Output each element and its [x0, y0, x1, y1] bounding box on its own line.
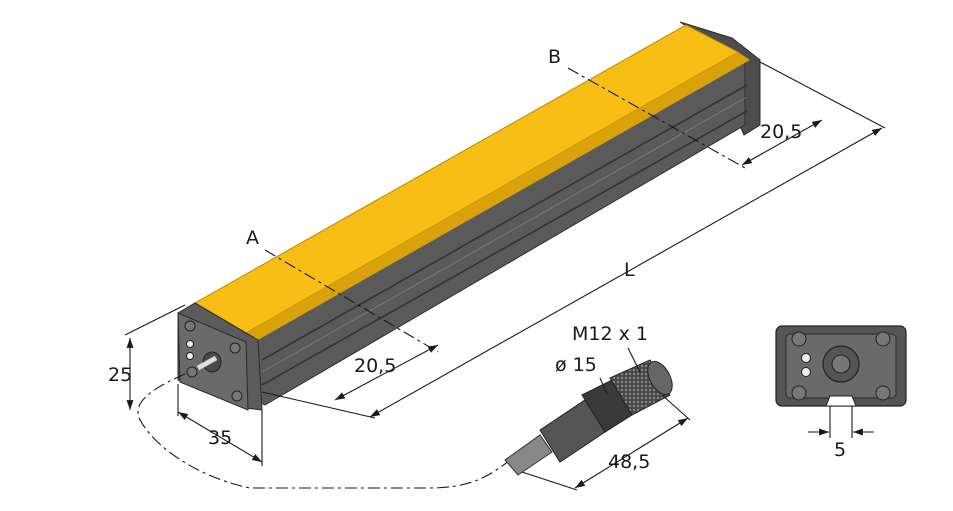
connector-pin	[196, 355, 218, 371]
end-view-slot	[825, 395, 857, 407]
label-connector-length: 48,5	[608, 451, 650, 473]
label-thread: M12 x 1	[572, 323, 648, 345]
label-front-width: 20,5	[354, 355, 396, 377]
led-icon	[186, 352, 194, 360]
label-length: L	[624, 259, 635, 281]
height-ext-line	[124, 304, 186, 336]
led-icon	[801, 353, 811, 363]
bar-groove	[261, 84, 748, 361]
connector-tail	[504, 434, 553, 476]
led-icon	[186, 340, 194, 348]
connector-ext-line	[521, 471, 578, 491]
end-view	[775, 325, 907, 407]
length-ext-line	[261, 391, 376, 419]
top-face-shade	[246, 52, 750, 340]
label-b: B	[548, 46, 561, 68]
screw-icon	[231, 390, 243, 402]
connector-ext-line	[661, 394, 691, 421]
bar-side-face	[204, 59, 746, 406]
length-dim-line	[369, 127, 883, 418]
connector-length-dim-line	[574, 417, 689, 489]
diameter-leader	[599, 377, 608, 395]
led-icon	[801, 367, 811, 377]
label-height: 25	[108, 364, 132, 386]
label-rear-width: 20,5	[760, 121, 802, 143]
label-depth: 35	[208, 427, 232, 449]
label-diameter: ø 15	[555, 354, 597, 376]
screw-icon	[875, 331, 891, 347]
label-a: A	[246, 227, 259, 249]
screw-icon	[791, 331, 807, 347]
depth-dim-line	[177, 411, 263, 463]
screw-icon	[186, 366, 198, 378]
screw-icon	[791, 385, 807, 401]
thread-leader	[627, 347, 641, 373]
sensor-bar	[177, 21, 761, 411]
screw-icon	[229, 342, 241, 354]
screw-icon	[875, 385, 891, 401]
cable-line	[137, 373, 511, 489]
screw-icon	[184, 320, 196, 332]
length-ext-line	[759, 61, 886, 129]
label-slot-width: 5	[834, 439, 846, 461]
connector-socket-inner	[831, 354, 851, 374]
